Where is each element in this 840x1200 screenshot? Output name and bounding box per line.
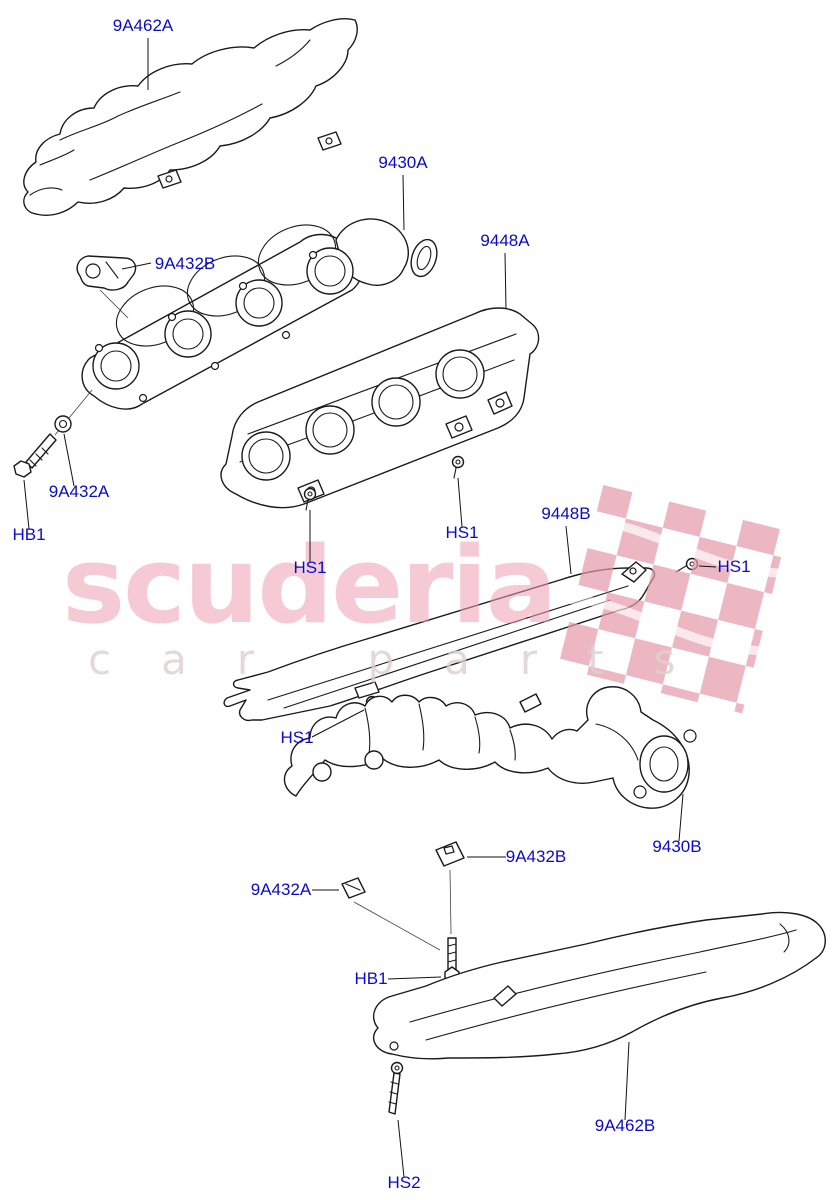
part-9a432b-clamp-lower [435,841,465,935]
part-label-hs1: HS1 [293,558,326,577]
watermark-subtitle: car parts [88,635,725,684]
fastener-hs1-screw-2 [451,455,465,479]
part-label-9448b: 9448B [541,504,590,523]
part-label-9a432b: 9A432B [155,254,216,273]
leader-line [63,433,75,487]
part-label-9a432b: 9A432B [506,847,567,866]
leader-line [402,174,405,231]
part-label-hs2: HS2 [387,1173,420,1192]
part-9a432b-clamp-upper [76,255,137,319]
watermark: scuderia car parts [62,485,788,714]
leader-line [698,565,717,568]
fastener-9a432a-spacer-left [54,415,72,433]
leader-line [121,262,152,270]
fastener-hs1-screw-1 [303,487,317,511]
watermark-brand: scuderia [62,524,555,647]
labels-layer: 9A462A9430A9448A9A432B9A432AHB1HS1HS1944… [12,16,750,1192]
part-9430a-exhaust-manifold-lh [81,218,438,410]
part-label-hb1: HB1 [354,969,387,988]
part-9448a-heat-shield-lh [220,307,540,509]
leader-line [678,793,684,842]
part-label-hb1: HB1 [12,525,45,544]
checkered-flag-icon [557,485,788,714]
leader-line [504,252,507,309]
part-label-9a432a: 9A432A [49,482,110,501]
leader-line [624,1041,630,1121]
part-9430b-exhaust-manifold-rh [283,686,697,809]
leader-line [565,525,572,575]
part-9a432a-clamp-lower [341,877,441,951]
part-label-9a462b: 9A462B [595,1116,656,1135]
part-label-hs1: HS1 [445,523,478,542]
leader-line [387,976,442,980]
part-label-9a432a: 9A432A [251,880,312,899]
part-9a462a-heat-shield-upper [23,18,358,216]
leader-line [457,477,463,528]
part-label-9a462a: 9A462A [113,16,174,35]
leader-line [311,709,365,738]
fastener-hb1-bolt-left [13,389,93,478]
part-label-hs1: HS1 [280,728,313,747]
leader-line [397,1119,405,1178]
fastener-hs2-stud [388,1061,404,1115]
part-label-hs1: HS1 [717,557,750,576]
leader-line [23,479,30,530]
part-label-9448a: 9448A [480,231,530,250]
part-label-9430a: 9430A [378,153,428,172]
part-label-9430b: 9430B [652,837,701,856]
part-9a462b-heat-shield-lower [373,911,826,1060]
